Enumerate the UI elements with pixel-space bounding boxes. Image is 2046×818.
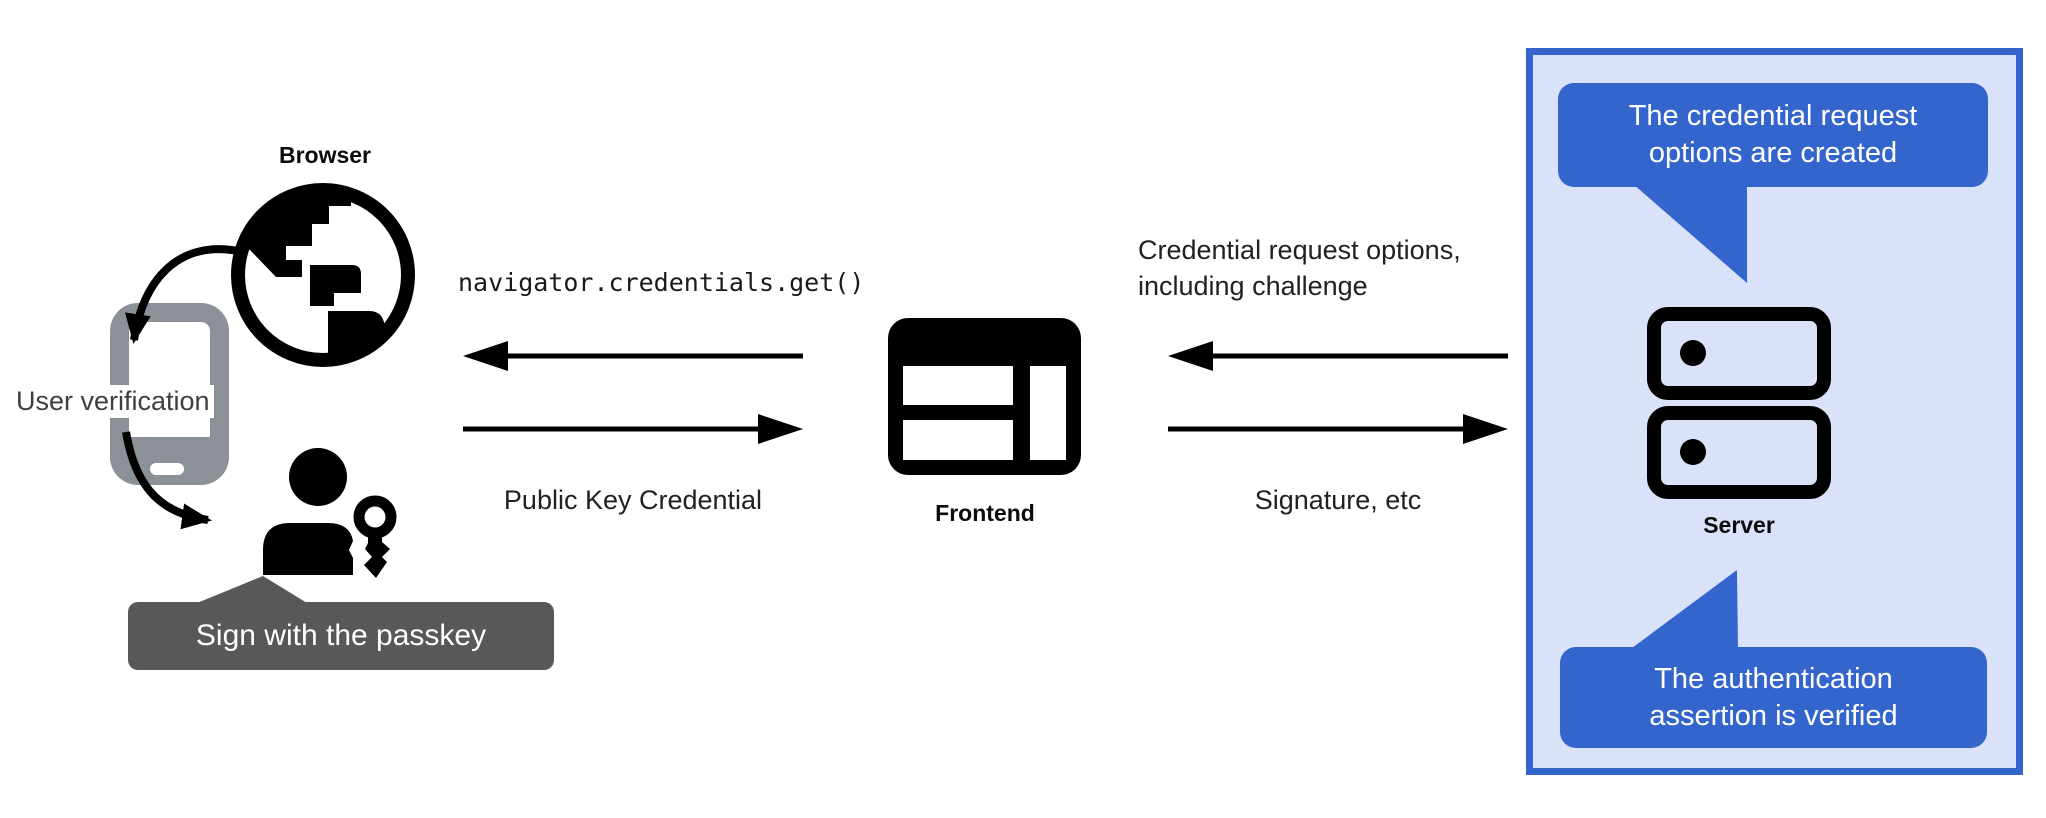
credential-request-options-label: Credential request options, including ch… bbox=[1138, 232, 1461, 304]
server-icon bbox=[1647, 307, 1831, 499]
frontend-to-server-arrow bbox=[1168, 414, 1508, 444]
signature-label: Signature, etc bbox=[1254, 485, 1422, 515]
bottom-bubble-line1: The authentication bbox=[1654, 662, 1893, 695]
public-key-credential-label: Public Key Credential bbox=[503, 485, 763, 515]
credential-request-line1: Credential request options, bbox=[1138, 235, 1461, 265]
bottom-bubble-line2: assertion is verified bbox=[1649, 699, 1898, 732]
top-speech-bubble: The credential request options are creat… bbox=[1558, 83, 1988, 187]
passkey-tooltip: Sign with the passkey bbox=[128, 602, 554, 670]
user-verification-label: User verification bbox=[12, 385, 214, 418]
frontend-label: Frontend bbox=[935, 500, 1035, 526]
browser-window-icon bbox=[888, 318, 1081, 475]
browser-label: Browser bbox=[278, 142, 372, 168]
browser-to-frontend-arrow bbox=[463, 414, 803, 444]
passkey-tooltip-label: Sign with the passkey bbox=[195, 619, 487, 652]
top-bubble-line2: options are created bbox=[1648, 137, 1898, 169]
server-label: Server bbox=[1703, 512, 1775, 538]
globe-icon bbox=[231, 183, 415, 367]
navigator-credentials-get-label: navigator.credentials.get() bbox=[458, 268, 865, 297]
bottom-speech-bubble: The authentication assertion is verified bbox=[1560, 647, 1987, 748]
top-bubble-line1: The credential request bbox=[1628, 100, 1918, 132]
frontend-to-browser-arrow bbox=[463, 341, 803, 371]
phone-home-bar bbox=[150, 463, 184, 475]
server-to-frontend-arrow bbox=[1168, 341, 1508, 371]
credential-request-line2: including challenge bbox=[1138, 271, 1368, 301]
person-key-icon bbox=[263, 448, 397, 578]
